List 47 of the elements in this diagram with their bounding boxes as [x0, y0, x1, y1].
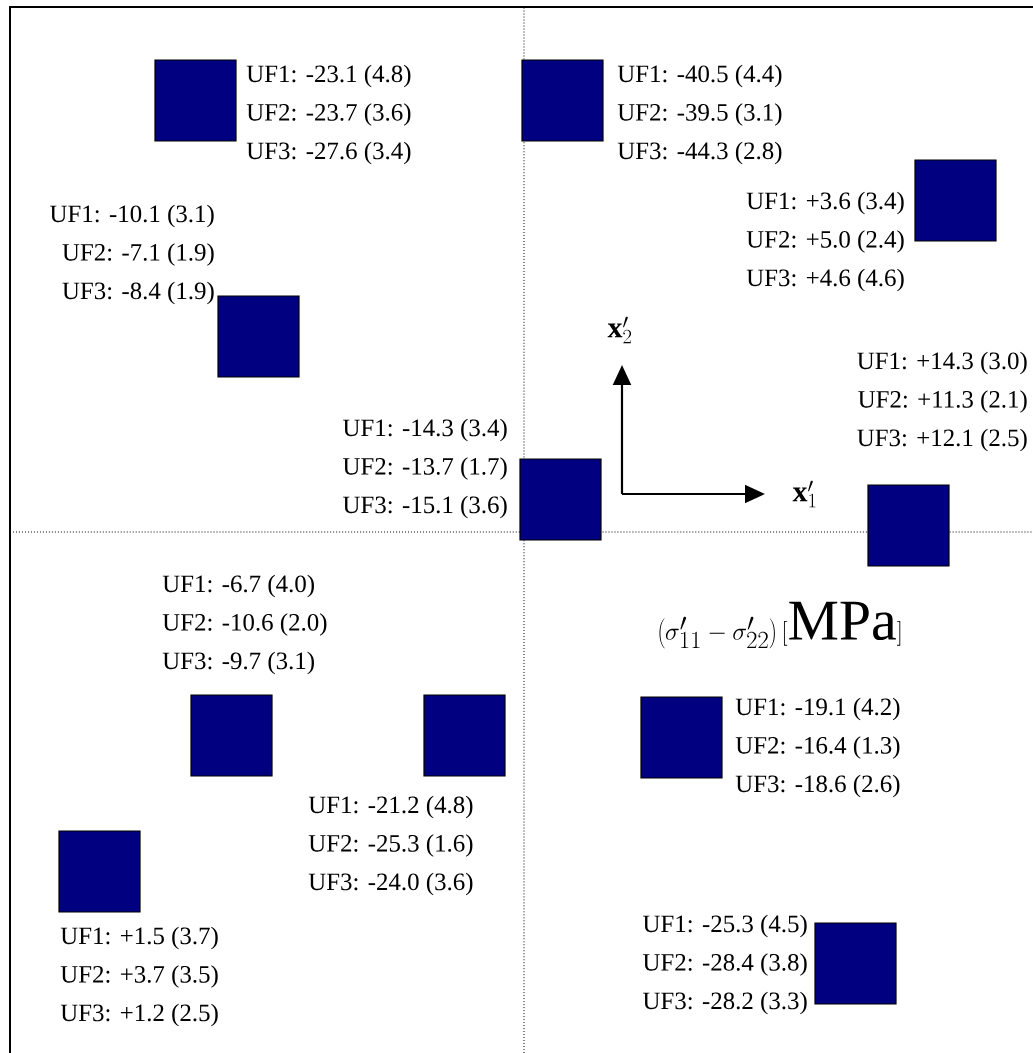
- square-marker: [521, 59, 604, 142]
- value-label: UF2: -7.1 (1.9): [62, 243, 214, 266]
- square-marker: [154, 59, 237, 142]
- value-label: UF1: -14.3 (3.4): [342, 418, 507, 442]
- square-marker: [640, 696, 723, 779]
- square-marker: [58, 830, 141, 913]
- value-label: UF3: -24.0 (3.6): [308, 872, 473, 896]
- value-label: UF2: -23.7 (3.6): [246, 103, 411, 126]
- value-label: UF2: -13.7 (1.7): [342, 457, 507, 480]
- value-label: UF2: -10.6 (2.0): [162, 613, 327, 636]
- value-label: UF1: -23.1 (4.8): [246, 64, 411, 88]
- value-label: UF1: -10.1 (3.1): [49, 204, 214, 228]
- value-label: UF2: +11.3 (2.1): [858, 390, 1027, 413]
- value-label: UF1: -19.1 (4.2): [735, 697, 900, 721]
- value-label: UF2: +3.7 (3.5): [60, 965, 218, 988]
- value-label: UF1: -25.3 (4.5): [642, 914, 807, 938]
- value-label: UF3: -9.7 (3.1): [162, 651, 314, 675]
- axis-label: $\mathbf{x}'_1$: [792, 480, 816, 508]
- value-label: UF1: +14.3 (3.0): [857, 351, 1027, 375]
- value-label: UF3: +4.6 (4.6): [746, 268, 904, 292]
- stress-formula: $\left(\sigma'_{11}-\sigma'_{22}\right)[\mathrm{MPa}]$: [659, 601, 901, 649]
- square-marker: [519, 458, 602, 541]
- value-label: UF2: +5.0 (2.4): [746, 230, 904, 253]
- value-label: UF3: -44.3 (2.8): [617, 141, 782, 165]
- value-label: UF1: -40.5 (4.4): [617, 64, 782, 88]
- value-label: UF3: -28.2 (3.3): [642, 991, 807, 1015]
- square-marker: [423, 694, 506, 777]
- value-label: UF3: -27.6 (3.4): [246, 141, 411, 165]
- value-label: UF1: +1.5 (3.7): [60, 926, 218, 950]
- square-marker: [914, 159, 997, 242]
- value-label: UF1: -6.7 (4.0): [162, 574, 314, 598]
- value-label: UF2: -16.4 (1.3): [735, 736, 900, 759]
- axis-label: $\mathbf{x}'_2$: [607, 316, 632, 344]
- square-marker: [814, 922, 897, 1005]
- value-label: UF3: -15.1 (3.6): [342, 495, 507, 519]
- value-label: UF3: -8.4 (1.9): [62, 281, 214, 305]
- square-marker: [217, 295, 300, 378]
- value-label: UF2: -25.3 (1.6): [308, 834, 473, 857]
- square-marker: [867, 484, 950, 567]
- value-label: UF3: -18.6 (2.6): [735, 774, 900, 798]
- square-marker: [190, 694, 273, 777]
- value-label: UF3: +12.1 (2.5): [857, 428, 1027, 452]
- value-label: UF2: -28.4 (3.8): [642, 953, 807, 976]
- value-label: UF1: +3.6 (3.4): [746, 191, 904, 215]
- value-label: UF2: -39.5 (3.1): [617, 103, 782, 126]
- value-label: UF1: -21.2 (4.8): [308, 795, 473, 819]
- value-label: UF3: +1.2 (2.5): [60, 1003, 218, 1027]
